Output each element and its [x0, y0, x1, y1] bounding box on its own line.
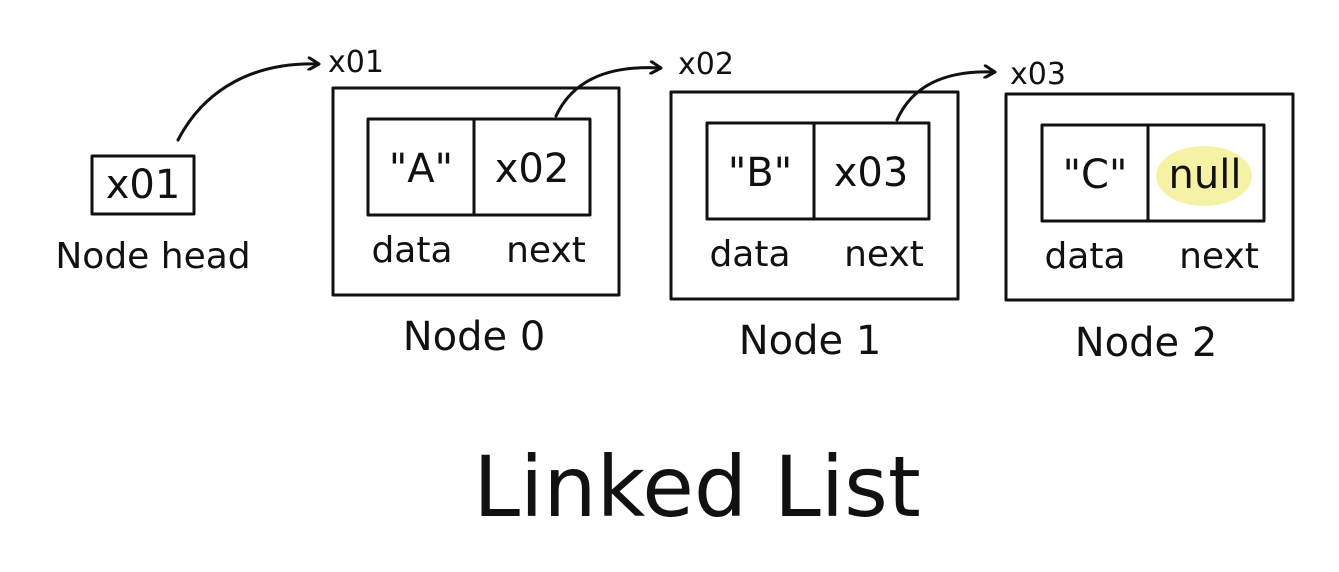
next-label: next — [844, 234, 924, 275]
node-outer-box — [1004, 92, 1295, 302]
node-address: x02 — [678, 47, 734, 82]
node-0: x01 "A" x02 data next Node 0 — [328, 45, 621, 360]
null-highlight — [1156, 146, 1252, 206]
node-outer-box — [331, 86, 621, 297]
node-address: x03 — [1010, 57, 1066, 92]
head-box — [90, 154, 196, 216]
data-label: data — [371, 230, 452, 271]
next-value: x03 — [834, 150, 909, 196]
next-cell — [472, 117, 592, 217]
node-name: Node 1 — [739, 318, 882, 364]
node0-to-node1-arrow — [554, 68, 660, 118]
diagram-title: Linked List — [473, 438, 921, 536]
node-1: x02 "B" x03 data next Node 1 — [669, 47, 960, 364]
node-name: Node 2 — [1075, 320, 1218, 366]
data-label: data — [1044, 236, 1125, 277]
data-value: "C" — [1063, 152, 1128, 198]
next-cell — [1146, 123, 1266, 223]
node-2: x03 "C" null data next Node 2 — [1004, 57, 1295, 366]
data-value: "A" — [389, 146, 453, 192]
node-address: x01 — [328, 45, 384, 80]
next-label: next — [506, 230, 586, 271]
head-value: x01 — [106, 162, 181, 208]
data-value: "B" — [728, 150, 792, 196]
node1-to-node2-arrow — [895, 72, 994, 122]
node-outer-box — [669, 90, 960, 301]
next-label: next — [1179, 236, 1259, 277]
next-cell — [812, 121, 931, 221]
next-value-null: null — [1169, 152, 1242, 198]
node-name: Node 0 — [403, 314, 546, 360]
next-value: x02 — [495, 146, 570, 192]
head-to-node0-arrow — [176, 64, 318, 142]
head-pointer: x01 Node head — [55, 154, 251, 277]
data-label: data — [709, 234, 790, 275]
head-label: Node head — [55, 236, 250, 277]
